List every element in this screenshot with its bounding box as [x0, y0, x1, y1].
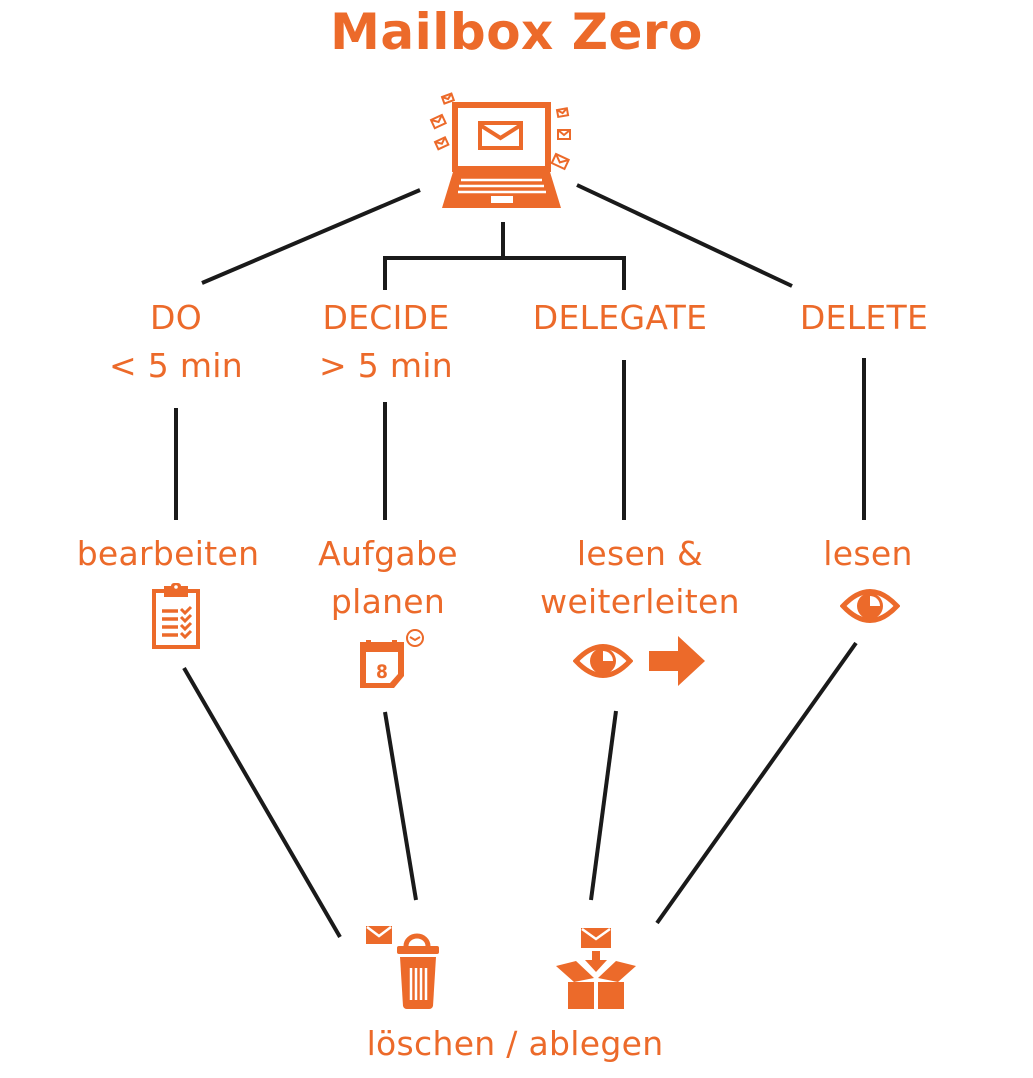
action-label: weiterleiten [540, 582, 740, 621]
eye-icon [573, 644, 633, 678]
clipboard-checklist-icon [152, 583, 200, 649]
connector-root-delete [576, 183, 793, 288]
envelope-icon [555, 107, 570, 119]
connector-root-do [201, 188, 421, 285]
category-name: DELETE [799, 298, 929, 337]
action-delegate: lesen & weiterleiten [520, 530, 760, 626]
category-name: DECIDE [322, 298, 450, 337]
envelope-icon [440, 92, 456, 105]
envelope-icon [429, 113, 448, 130]
envelope-icon [433, 136, 450, 151]
connector-decide-outcome [383, 711, 418, 901]
envelope-icon [557, 129, 571, 140]
category-name: DO [150, 298, 202, 337]
envelope-icon [366, 926, 392, 944]
envelope-icon [550, 152, 571, 171]
action-do: bearbeiten [48, 530, 288, 578]
laptop-with-emails-icon [429, 92, 571, 208]
action-label: planen [330, 582, 446, 621]
action-delete: lesen [788, 530, 948, 578]
category-delete: DELETE [764, 294, 964, 342]
connector-delegate-outcome [589, 710, 618, 901]
envelope-icon [581, 927, 611, 948]
arrow-right-icon [649, 636, 705, 686]
action-label: lesen [823, 534, 913, 573]
connector-delete-outcome [655, 641, 858, 925]
category-name: DELEGATE [532, 298, 708, 337]
action-decide: Aufgabe planen [278, 530, 498, 626]
category-do: DO < 5 min [96, 294, 256, 390]
connector-bracket-decide-delegate [383, 256, 626, 290]
diagram-title: Mailbox Zero [330, 3, 703, 61]
connector-do-outcome [182, 666, 342, 939]
action-label: bearbeiten [76, 534, 260, 573]
action-label: Aufgabe [318, 534, 458, 573]
calendar-clock-icon: 8 [360, 629, 424, 688]
action-label: lesen & [576, 534, 704, 573]
category-condition: < 5 min [109, 346, 243, 385]
arrow-down-icon [585, 951, 607, 972]
category-condition: > 5 min [319, 346, 453, 385]
mail-into-box-icon [556, 927, 636, 1009]
category-delegate: DELEGATE [510, 294, 730, 342]
eye-icon [840, 589, 900, 623]
clock-icon [406, 629, 424, 647]
calendar-day: 8 [376, 661, 388, 683]
outcome-label: löschen / ablegen [366, 1024, 664, 1063]
mail-trash-icon [366, 926, 439, 1009]
category-decide: DECIDE > 5 min [296, 294, 476, 390]
